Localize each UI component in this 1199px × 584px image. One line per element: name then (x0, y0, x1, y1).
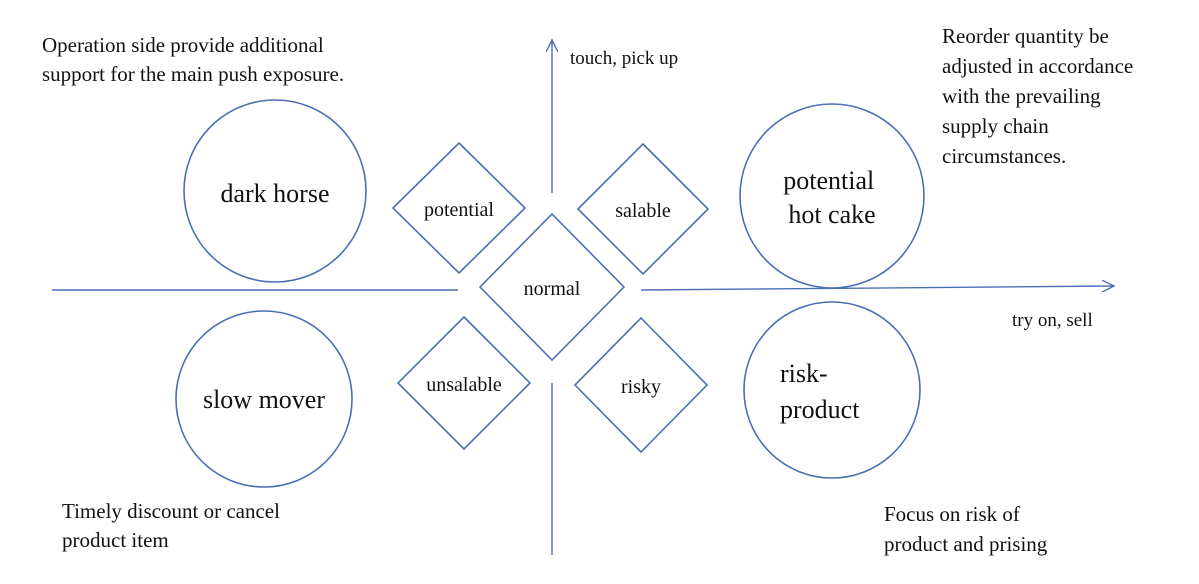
note-top-right-line-1: Reorder quantity be (942, 24, 1109, 48)
diamond-risky-label: risky (621, 376, 661, 398)
diamond-normal: normal (478, 212, 626, 362)
note-bottom-left-line-1: Timely discount or cancel (62, 499, 280, 523)
note-top-right: Reorder quantity be adjusted in accordan… (942, 24, 1139, 168)
note-bottom-right-line-1: Focus on risk of (884, 502, 1020, 526)
diamond-normal-label: normal (524, 278, 581, 300)
horizontal-axis (52, 286, 1114, 290)
horizontal-axis-right (640, 286, 1114, 290)
vertical-axis-label: touch, pick up (570, 48, 678, 69)
note-top-left: Operation side provide additional suppor… (42, 33, 344, 86)
note-top-right-line-3: with the prevailing (942, 84, 1101, 108)
note-top-left-line-2: support for the main push exposure. (42, 62, 344, 86)
diamond-potential: potential (391, 141, 527, 275)
note-bottom-left-line-2: product item (62, 528, 169, 552)
diamond-salable-label: salable (615, 200, 671, 222)
circle-risk-product-label: risk- product (780, 359, 860, 424)
circle-potential-hot-cake-label: potential hot cake (783, 166, 880, 229)
diamond-unsalable: unsalable (396, 315, 532, 451)
circle-dark-horse: dark horse (183, 99, 367, 283)
diamond-potential-label: potential (424, 199, 494, 221)
circle-dark-horse-label: dark horse (220, 179, 329, 208)
horizontal-axis-label: try on, sell (1012, 310, 1093, 331)
diamond-salable: salable (576, 142, 710, 276)
circle-slow-mover-label: slow mover (203, 385, 325, 414)
circle-potential-hot-cake: potential hot cake (739, 103, 925, 289)
diamond-risky: risky (573, 316, 709, 454)
note-top-right-line-5: circumstances. (942, 144, 1066, 168)
circle-slow-mover: slow mover (175, 310, 353, 488)
note-top-left-line-1: Operation side provide additional (42, 33, 324, 57)
note-bottom-right-line-2: product and prising (884, 532, 1048, 556)
diamond-unsalable-label: unsalable (426, 374, 502, 396)
note-top-right-line-4: supply chain (942, 114, 1049, 138)
note-bottom-right: Focus on risk of product and prising (884, 502, 1048, 556)
circle-risk-product: risk- product (743, 301, 921, 479)
note-top-right-line-2: adjusted in accordance (942, 54, 1133, 78)
note-bottom-left: Timely discount or cancel product item (62, 499, 285, 552)
